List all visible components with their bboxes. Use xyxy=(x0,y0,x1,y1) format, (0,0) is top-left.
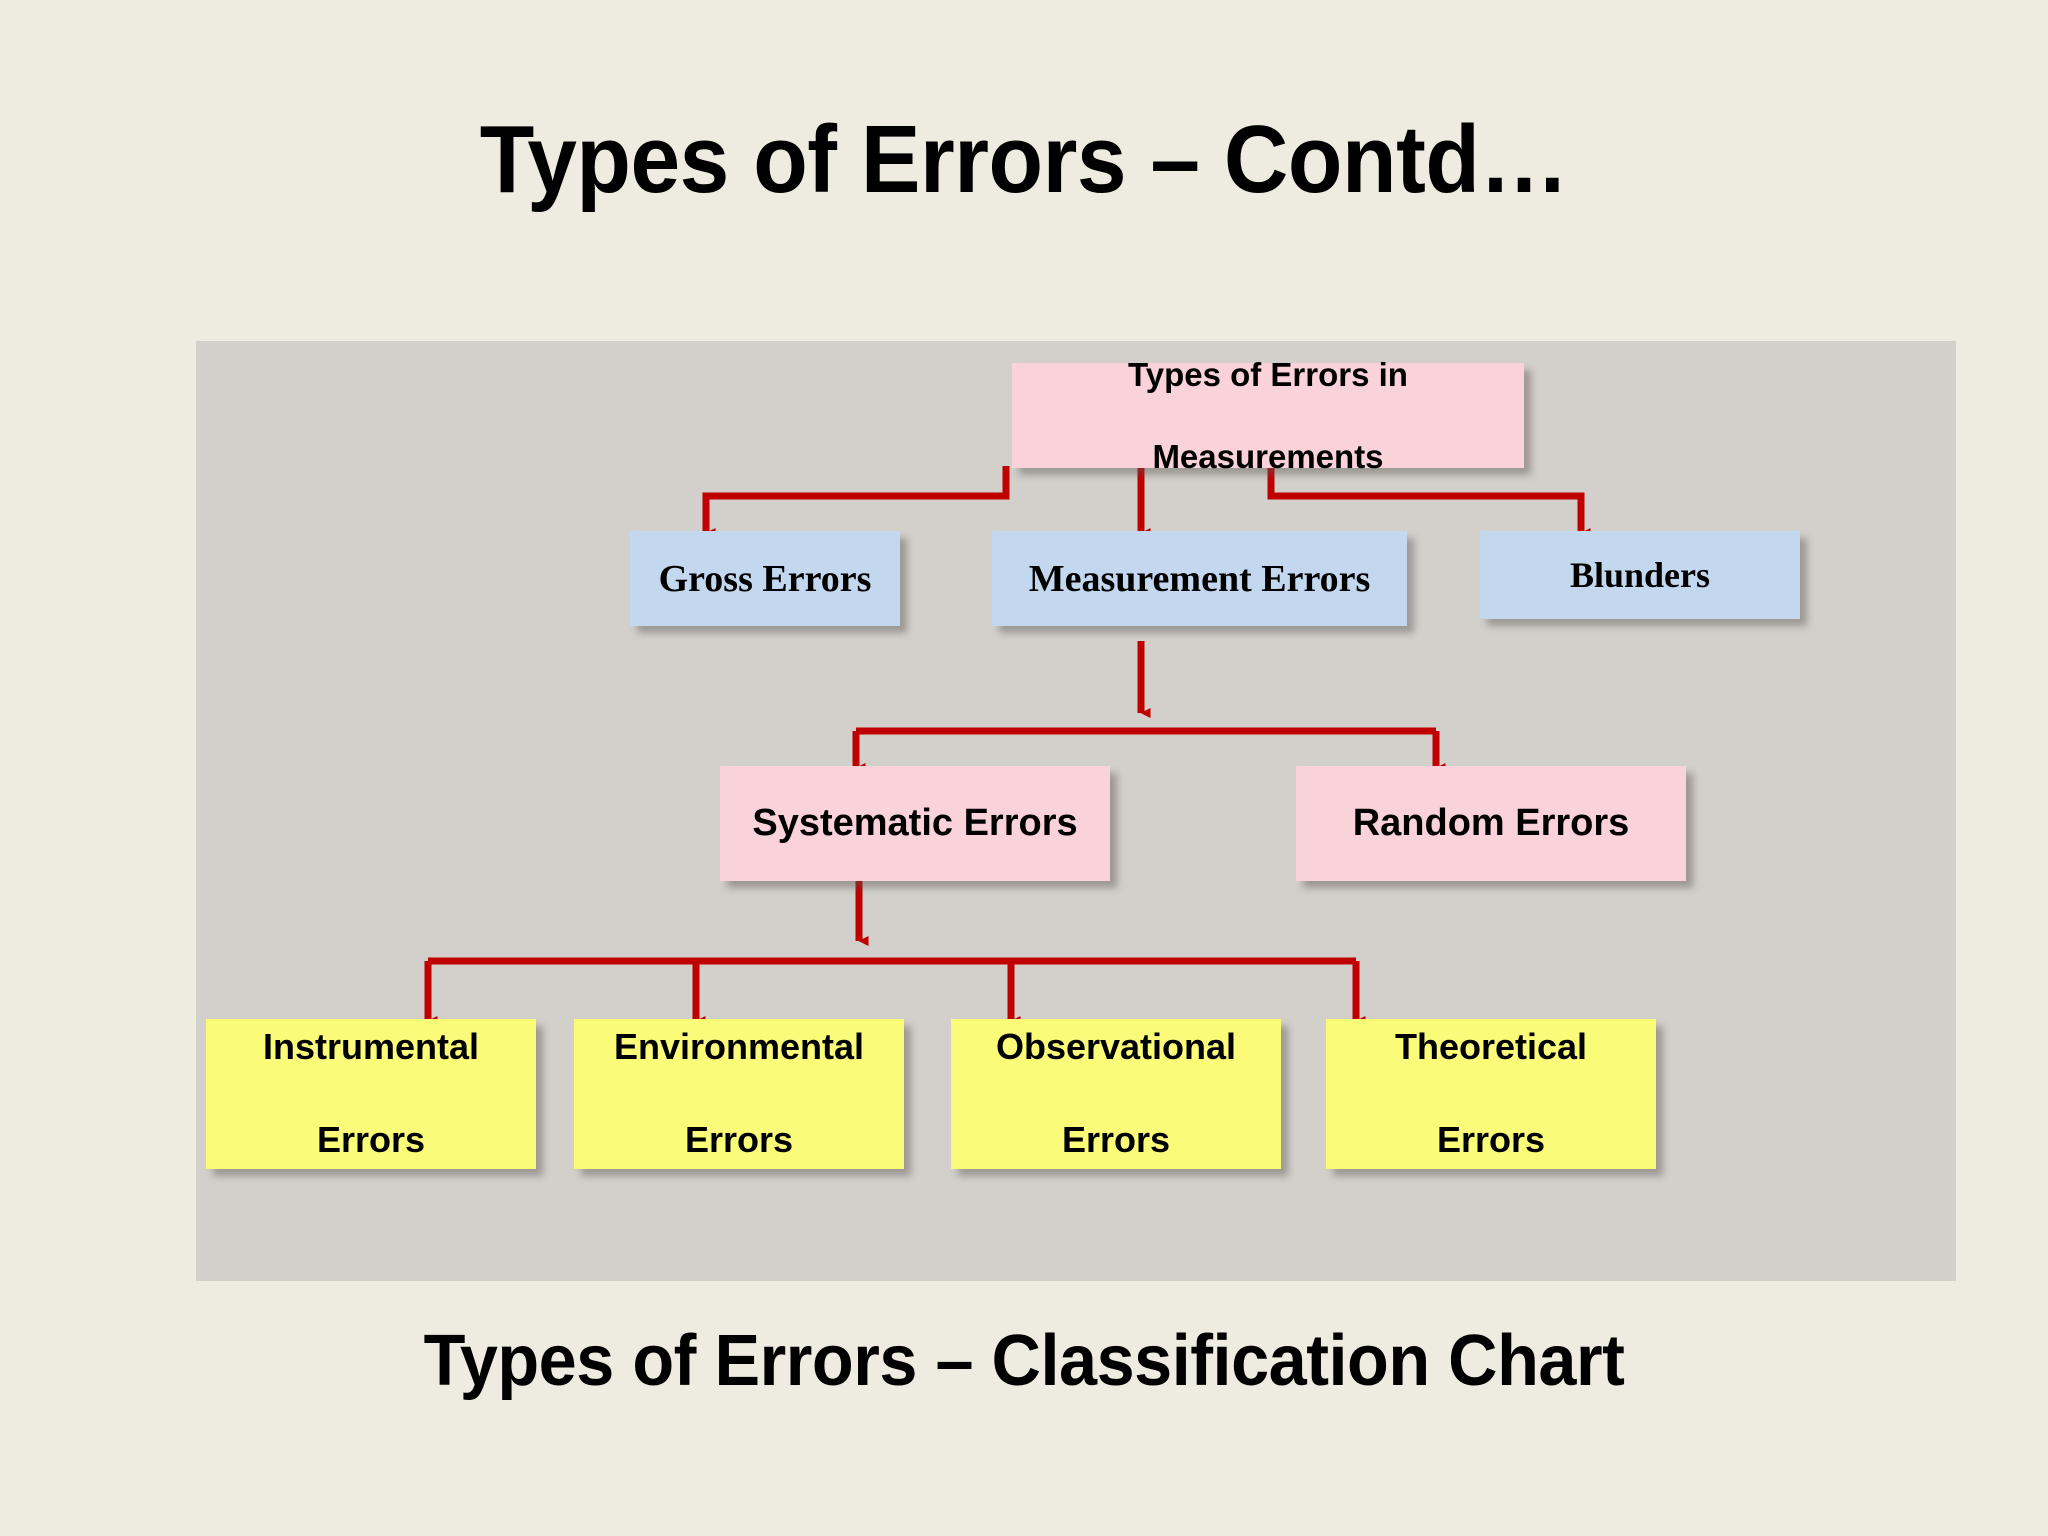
node-instrumental-errors-line1: Instrumental xyxy=(262,1025,480,1067)
node-random-errors-label: Random Errors xyxy=(1352,802,1630,844)
node-environmental-errors-line2: Errors xyxy=(684,1119,794,1161)
node-gross-errors-label: Gross Errors xyxy=(658,557,872,600)
node-observational-errors-line1: Observational xyxy=(995,1025,1237,1067)
node-root-line2: Measurements xyxy=(1152,438,1384,476)
page-title: Types of Errors – Contd… xyxy=(479,106,1569,213)
node-blunders-label: Blunders xyxy=(1569,555,1711,595)
node-root-line1: Types of Errors in xyxy=(1128,355,1408,393)
node-measurement-errors[interactable]: Measurement Errors xyxy=(992,531,1407,626)
node-blunders[interactable]: Blunders xyxy=(1480,531,1800,619)
node-root-text: Types of Errors in Measurements xyxy=(1012,354,1524,478)
edge-root-gross xyxy=(702,466,1010,538)
node-gross-errors[interactable]: Gross Errors xyxy=(630,531,900,626)
node-instrumental-errors-line2: Errors xyxy=(316,1119,426,1161)
node-theoretical-errors-line1: Theoretical xyxy=(1394,1025,1588,1067)
node-systematic-errors-label: Systematic Errors xyxy=(752,802,1078,844)
chart-caption: Types of Errors – Classification Chart xyxy=(423,1321,1625,1401)
classification-chart-panel: Types of Errors in Measurements Gross Err… xyxy=(196,341,1956,1281)
node-systematic-errors[interactable]: Systematic Errors xyxy=(720,766,1110,881)
node-environmental-errors-line1: Environmental xyxy=(613,1025,865,1067)
node-measurement-errors-label: Measurement Errors xyxy=(1028,557,1371,600)
node-observational-errors-line2: Errors xyxy=(1061,1119,1171,1161)
node-theoretical-errors-line2: Errors xyxy=(1436,1119,1546,1161)
node-random-errors[interactable]: Random Errors xyxy=(1296,766,1686,881)
node-root[interactable]: Types of Errors in Measurements xyxy=(1012,356,1524,475)
